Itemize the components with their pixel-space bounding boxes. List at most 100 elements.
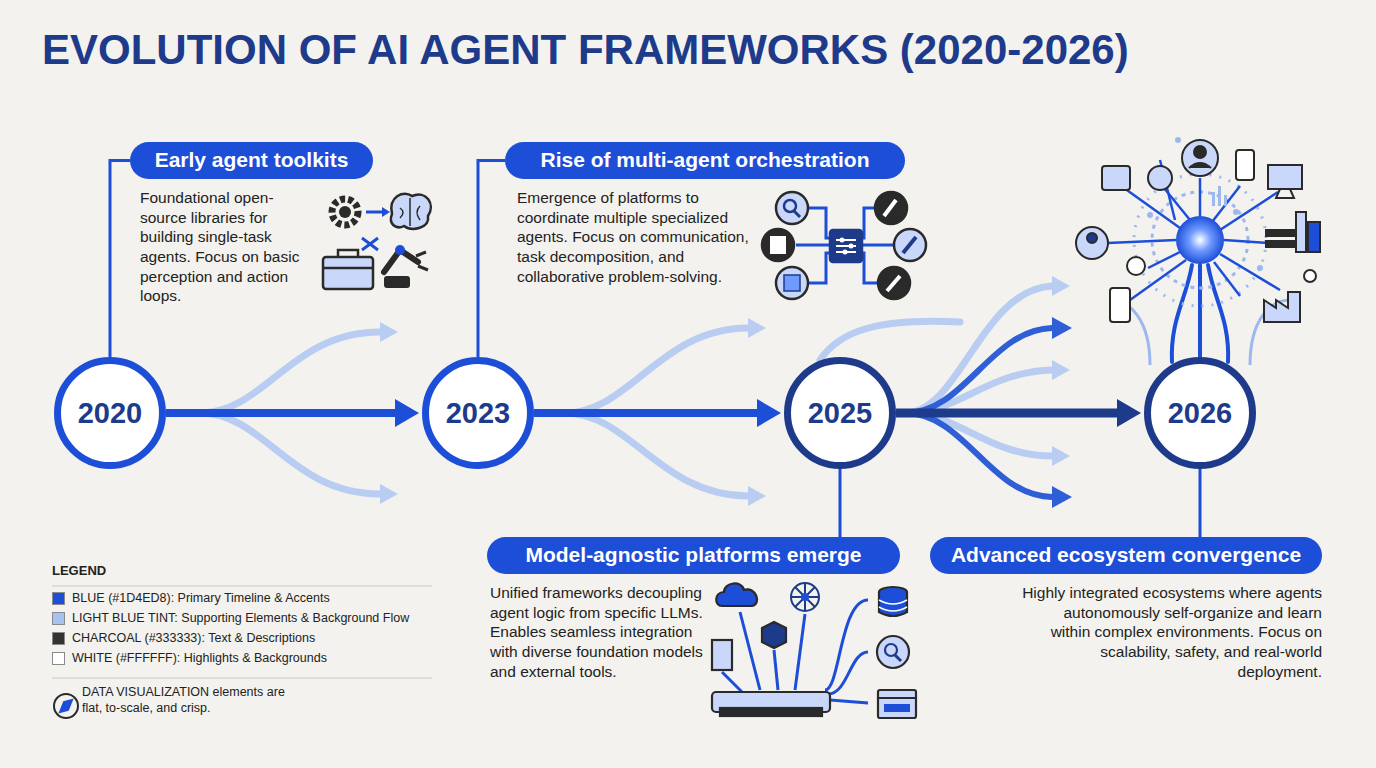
ecosystem-network-part-part	[1218, 186, 1221, 206]
legend-text: CHARCOAL (#333333): Text & Descriptions	[72, 631, 315, 645]
orchestration-icons	[762, 192, 926, 299]
timeline-year-circle: 2023	[422, 357, 534, 469]
ecosystem-network-part-part	[1110, 288, 1130, 322]
timeline-year-circle: 2025	[784, 357, 896, 469]
background-flow-part	[200, 413, 380, 494]
title: EVOLUTION OF AI AGENT FRAMEWORKS (2020-2…	[42, 26, 1129, 74]
background-arrowheads-part	[1052, 276, 1070, 296]
legend-row: BLUE (#1D4ED8): Primary Timeline & Accen…	[52, 588, 437, 608]
ecosystem-network-part	[1076, 140, 1320, 322]
orchestration-icons-part	[894, 229, 926, 261]
early-toolkit-icons-part	[332, 199, 358, 225]
legend-text: WHITE (#FFFFFF): Highlights & Background…	[72, 651, 327, 665]
ecosystem-network-part-part	[1233, 209, 1239, 215]
timeline-year-circle: 2020	[54, 357, 166, 469]
model-agnostic-icons-part	[877, 636, 909, 668]
milestone-callout: Rise of multi-agent orchestrationEmergen…	[505, 142, 905, 286]
ecosystem-network-part-part	[1308, 222, 1320, 252]
legend-rules-part	[52, 586, 432, 587]
model-agnostic-icons-part-part	[791, 583, 819, 611]
leader-line	[839, 469, 842, 537]
early-toolkit-icons-part	[391, 194, 431, 229]
legend-text: BLUE (#1D4ED8): Primary Timeline & Accen…	[72, 591, 330, 605]
branch-flow-part	[905, 328, 1052, 413]
orchestration-icons-part	[843, 250, 848, 255]
timeline-arrow	[534, 409, 759, 417]
legend-swatch	[52, 632, 65, 645]
ecosystem-network-part	[1110, 174, 1290, 365]
model-agnostic-icons-part-part	[795, 614, 805, 690]
model-agnostic-icons-part	[722, 600, 868, 703]
year-label: 2025	[808, 397, 873, 430]
legend-rules	[52, 586, 432, 678]
model-agnostic-icons-part	[712, 640, 732, 670]
milestone-heading: Early agent toolkits	[130, 142, 373, 179]
ecosystem-network-part-part	[1236, 150, 1254, 180]
branch-arrowheads-part	[1052, 317, 1072, 339]
model-agnostic-icons-part	[879, 592, 907, 616]
background-flow-part	[905, 286, 1052, 413]
milestone-heading: Model-agnostic platforms emerge	[487, 537, 900, 574]
legend-swatch	[52, 612, 65, 625]
legend-row: CHARCOAL (#333333): Text & Descriptions	[52, 628, 437, 648]
orchestration-icons-part	[784, 275, 800, 291]
background-arrowheads-part	[1052, 360, 1070, 380]
early-toolkit-icons-part	[416, 252, 428, 270]
model-agnostic-icons-part	[716, 583, 757, 606]
ecosystem-network-part-part	[1198, 265, 1202, 358]
orchestration-icons-part-part	[796, 244, 830, 247]
ecosystem-network-part-part	[1175, 137, 1181, 143]
ecosystem-network-part-part	[1182, 140, 1218, 176]
milestone-description: Unified frameworks decoupling agent logi…	[490, 583, 708, 681]
legend-row: WHITE (#FFFFFF): Highlights & Background…	[52, 648, 437, 668]
model-agnostic-icons-part	[801, 593, 809, 601]
timeline-arrow	[166, 409, 397, 417]
milestone-callout: Advanced ecosystem convergenceHighly int…	[930, 537, 1322, 681]
orchestration-icons-part	[776, 192, 808, 224]
ecosystem-network-part-part	[1148, 166, 1172, 190]
ecosystem-network-part-part	[1276, 189, 1294, 198]
ecosystem-network-part	[1172, 265, 1228, 362]
compass-icon	[54, 694, 78, 718]
legend-row: LIGHT BLUE TINT: Supporting Elements & B…	[52, 608, 437, 628]
leader-line	[110, 161, 130, 358]
legend-swatch	[52, 592, 65, 605]
milestone-description: Foundational open-source libraries for b…	[140, 188, 318, 306]
leader-line	[478, 161, 505, 358]
early-toolkit-icons-part	[339, 206, 351, 218]
background-arrowheads-part	[380, 484, 398, 504]
year-label: 2023	[446, 397, 511, 430]
model-agnostic-icons-part-part	[774, 650, 778, 690]
model-agnostic-icons-part	[884, 704, 910, 712]
model-agnostic-icons-part	[885, 644, 897, 656]
early-toolkit-icons-part	[362, 238, 378, 250]
orchestration-icons-part	[849, 244, 854, 249]
arrowhead	[1117, 399, 1141, 427]
orchestration-icons-part	[784, 200, 796, 212]
orchestration-icons-part	[762, 229, 794, 261]
ecosystem-network-part-part	[1296, 212, 1306, 252]
orchestration-icons-part	[878, 267, 910, 299]
ecosystem-network-part-part	[1220, 192, 1278, 230]
orchestration-icons-part	[794, 211, 800, 217]
branch-arrowheads-part	[1052, 486, 1072, 508]
ecosystem-network-part-part	[1212, 186, 1240, 222]
ecosystem-network-part-part	[1199, 178, 1202, 216]
early-toolkit-icons	[323, 194, 431, 289]
background-arrowheads	[380, 276, 1070, 506]
ecosystem-network-part-part	[1212, 192, 1215, 206]
compass-icon-part	[54, 694, 78, 718]
leader-line	[1199, 469, 1202, 537]
background-arrowheads-part	[748, 318, 766, 338]
orchestration-icons-part	[776, 267, 808, 299]
orchestration-icons-part	[770, 236, 786, 254]
ecosystem-network-part-part	[1220, 254, 1280, 290]
arrowhead	[757, 399, 781, 427]
milestone-heading: Rise of multi-agent orchestration	[505, 142, 905, 179]
milestone-callout: Model-agnostic platforms emergeUnified f…	[487, 537, 900, 681]
timeline-year-circle: 2026	[1144, 357, 1256, 469]
arrowhead	[395, 399, 419, 427]
ecosystem-network-part-part	[1127, 257, 1145, 275]
model-agnostic-icons-part	[878, 690, 916, 718]
